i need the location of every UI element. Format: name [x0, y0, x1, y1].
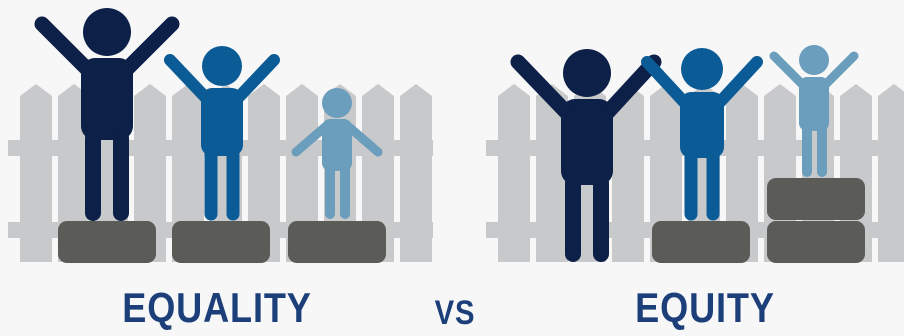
versus-caption: VS — [429, 290, 481, 336]
equality-caption: EQUALITY — [118, 285, 316, 331]
box-left-3 — [288, 221, 386, 263]
box-right-short-bottom — [767, 221, 865, 263]
box-right-short-top — [767, 178, 865, 220]
box-left-2 — [172, 221, 270, 263]
box-right-medium — [652, 221, 750, 263]
equity-panel — [486, 45, 904, 263]
equity-caption: EQUITY — [606, 285, 804, 331]
equality-panel — [8, 8, 433, 263]
box-left-1 — [58, 221, 156, 263]
